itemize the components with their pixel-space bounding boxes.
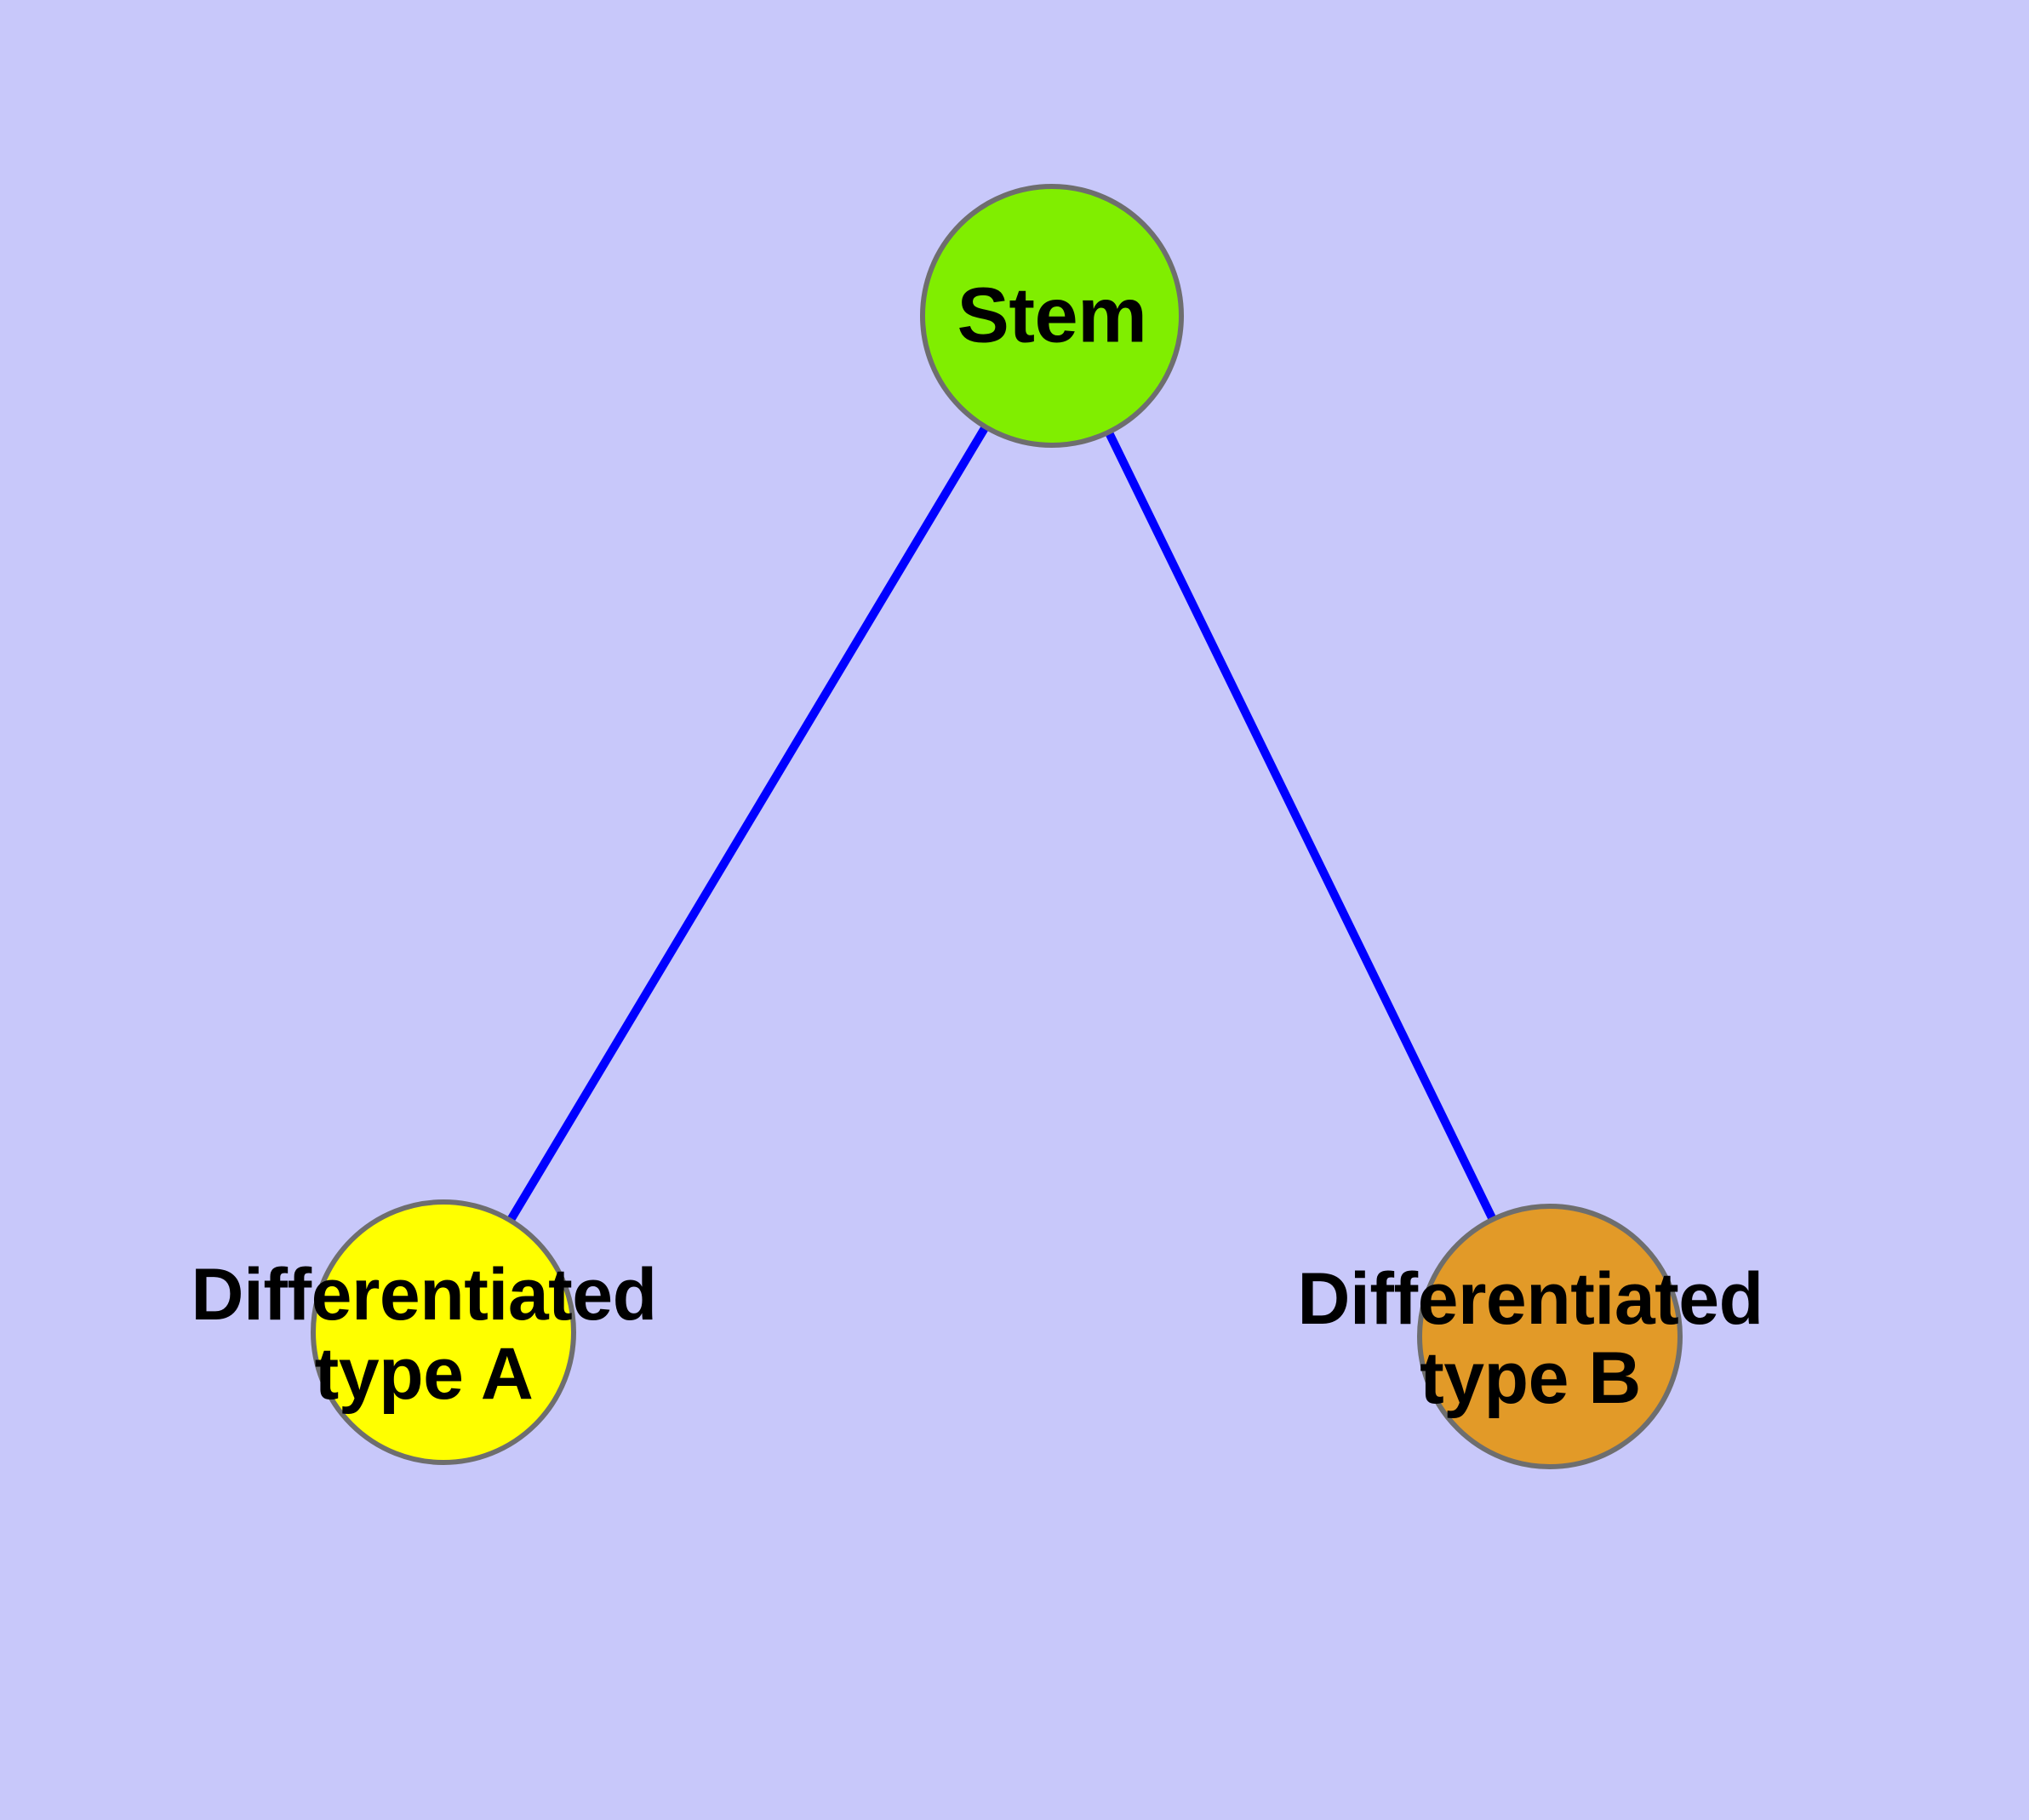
edges-group [506,423,1498,1225]
node-diff_b[interactable] [1417,1204,1683,1469]
edge-stem-diff-b [1104,428,1498,1223]
node-diff_a[interactable] [311,1199,576,1465]
nodes-group [311,184,1683,1469]
edge-stem-diff-a [506,423,991,1225]
node-stem[interactable] [920,184,1184,448]
